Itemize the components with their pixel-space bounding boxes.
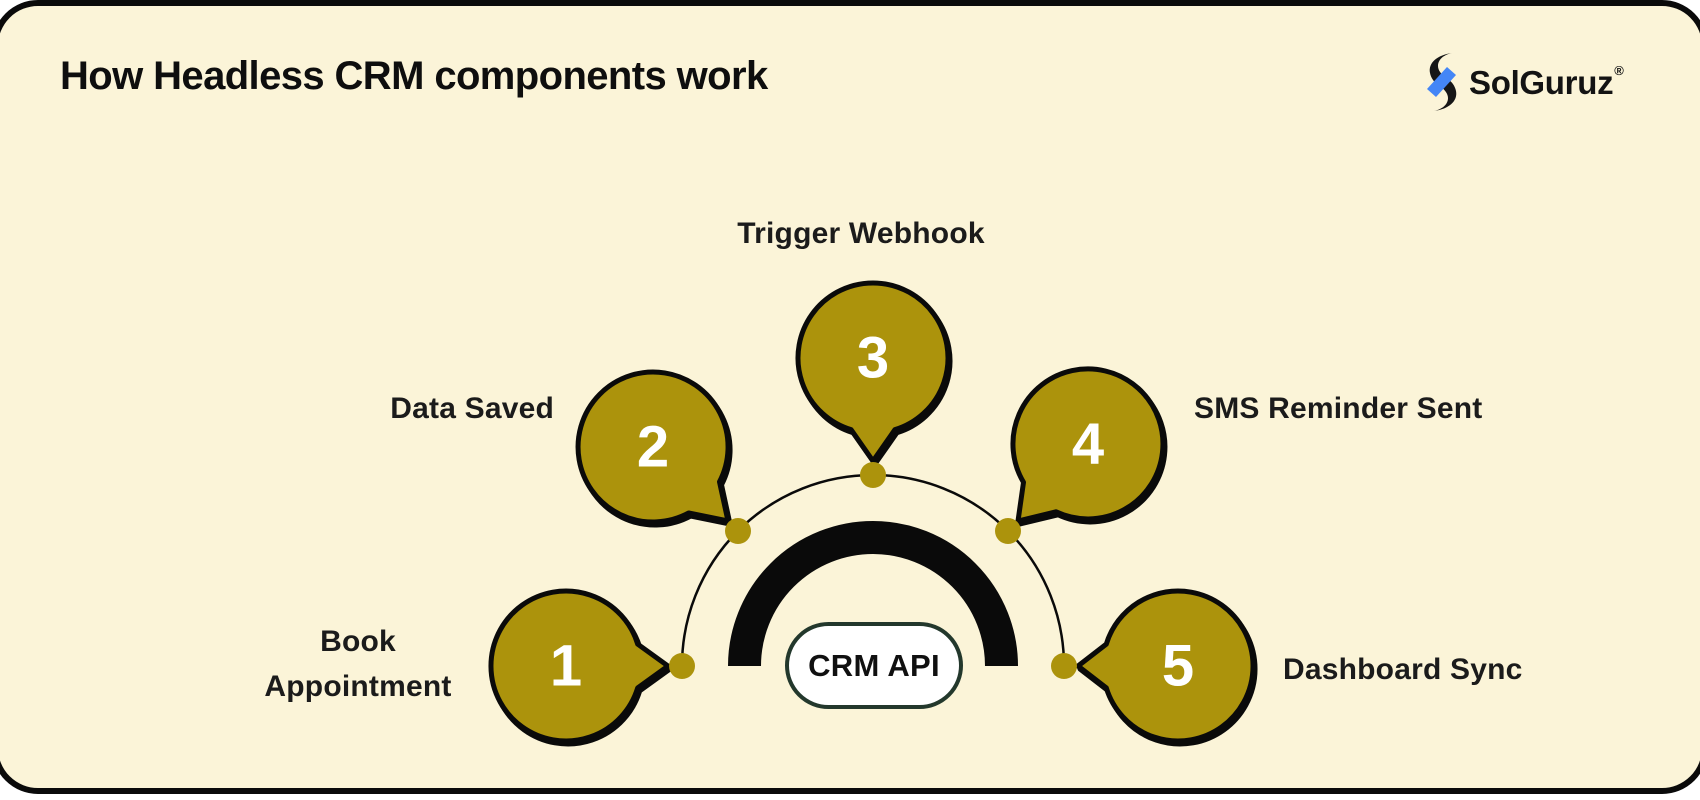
- logo-name: SolGuruz: [1469, 63, 1614, 101]
- registered-mark: ®: [1614, 62, 1624, 78]
- solguruz-bolt-icon: [1427, 53, 1457, 111]
- step-label-trigger-webhook: Trigger Webhook: [737, 217, 985, 250]
- diagram-svg: 1 2 3 4 5: [488, 280, 1256, 744]
- step-label-book-appointment: Book Appointment: [264, 625, 452, 703]
- step-number-3: 3: [857, 326, 889, 391]
- solguruz-logo: SolGuruz®: [1425, 50, 1624, 114]
- logo-wordmark: SolGuruz®: [1469, 62, 1624, 101]
- step-number-1: 1: [550, 634, 582, 699]
- step-bubble-2: [575, 369, 731, 525]
- step-label-dashboard-sync: Dashboard Sync: [1283, 653, 1523, 686]
- ring-node-dot-2: [725, 518, 751, 544]
- step-bubble-4: [1010, 366, 1166, 524]
- step-label-sms-reminder: SMS Reminder Sent: [1194, 392, 1483, 425]
- step-label-data-saved: Data Saved: [390, 392, 554, 425]
- crm-api-label: CRM API: [808, 647, 940, 683]
- core-arc: [728, 521, 1018, 667]
- step-bubble-5: [1075, 588, 1256, 744]
- step-bubble-1: [488, 588, 671, 744]
- step-number-2: 2: [637, 415, 669, 480]
- page-title: How Headless CRM components work: [60, 54, 768, 98]
- step-number-4: 4: [1072, 412, 1104, 477]
- ring-node-dot-4: [995, 518, 1021, 544]
- ring-node-dot-5: [1051, 653, 1077, 679]
- crm-api-pill: CRM API: [785, 622, 963, 709]
- ring-node-dot-3: [860, 462, 886, 488]
- step-bubble-3: [795, 280, 951, 464]
- ring-node-dot-1: [669, 653, 695, 679]
- step-number-5: 5: [1162, 634, 1194, 699]
